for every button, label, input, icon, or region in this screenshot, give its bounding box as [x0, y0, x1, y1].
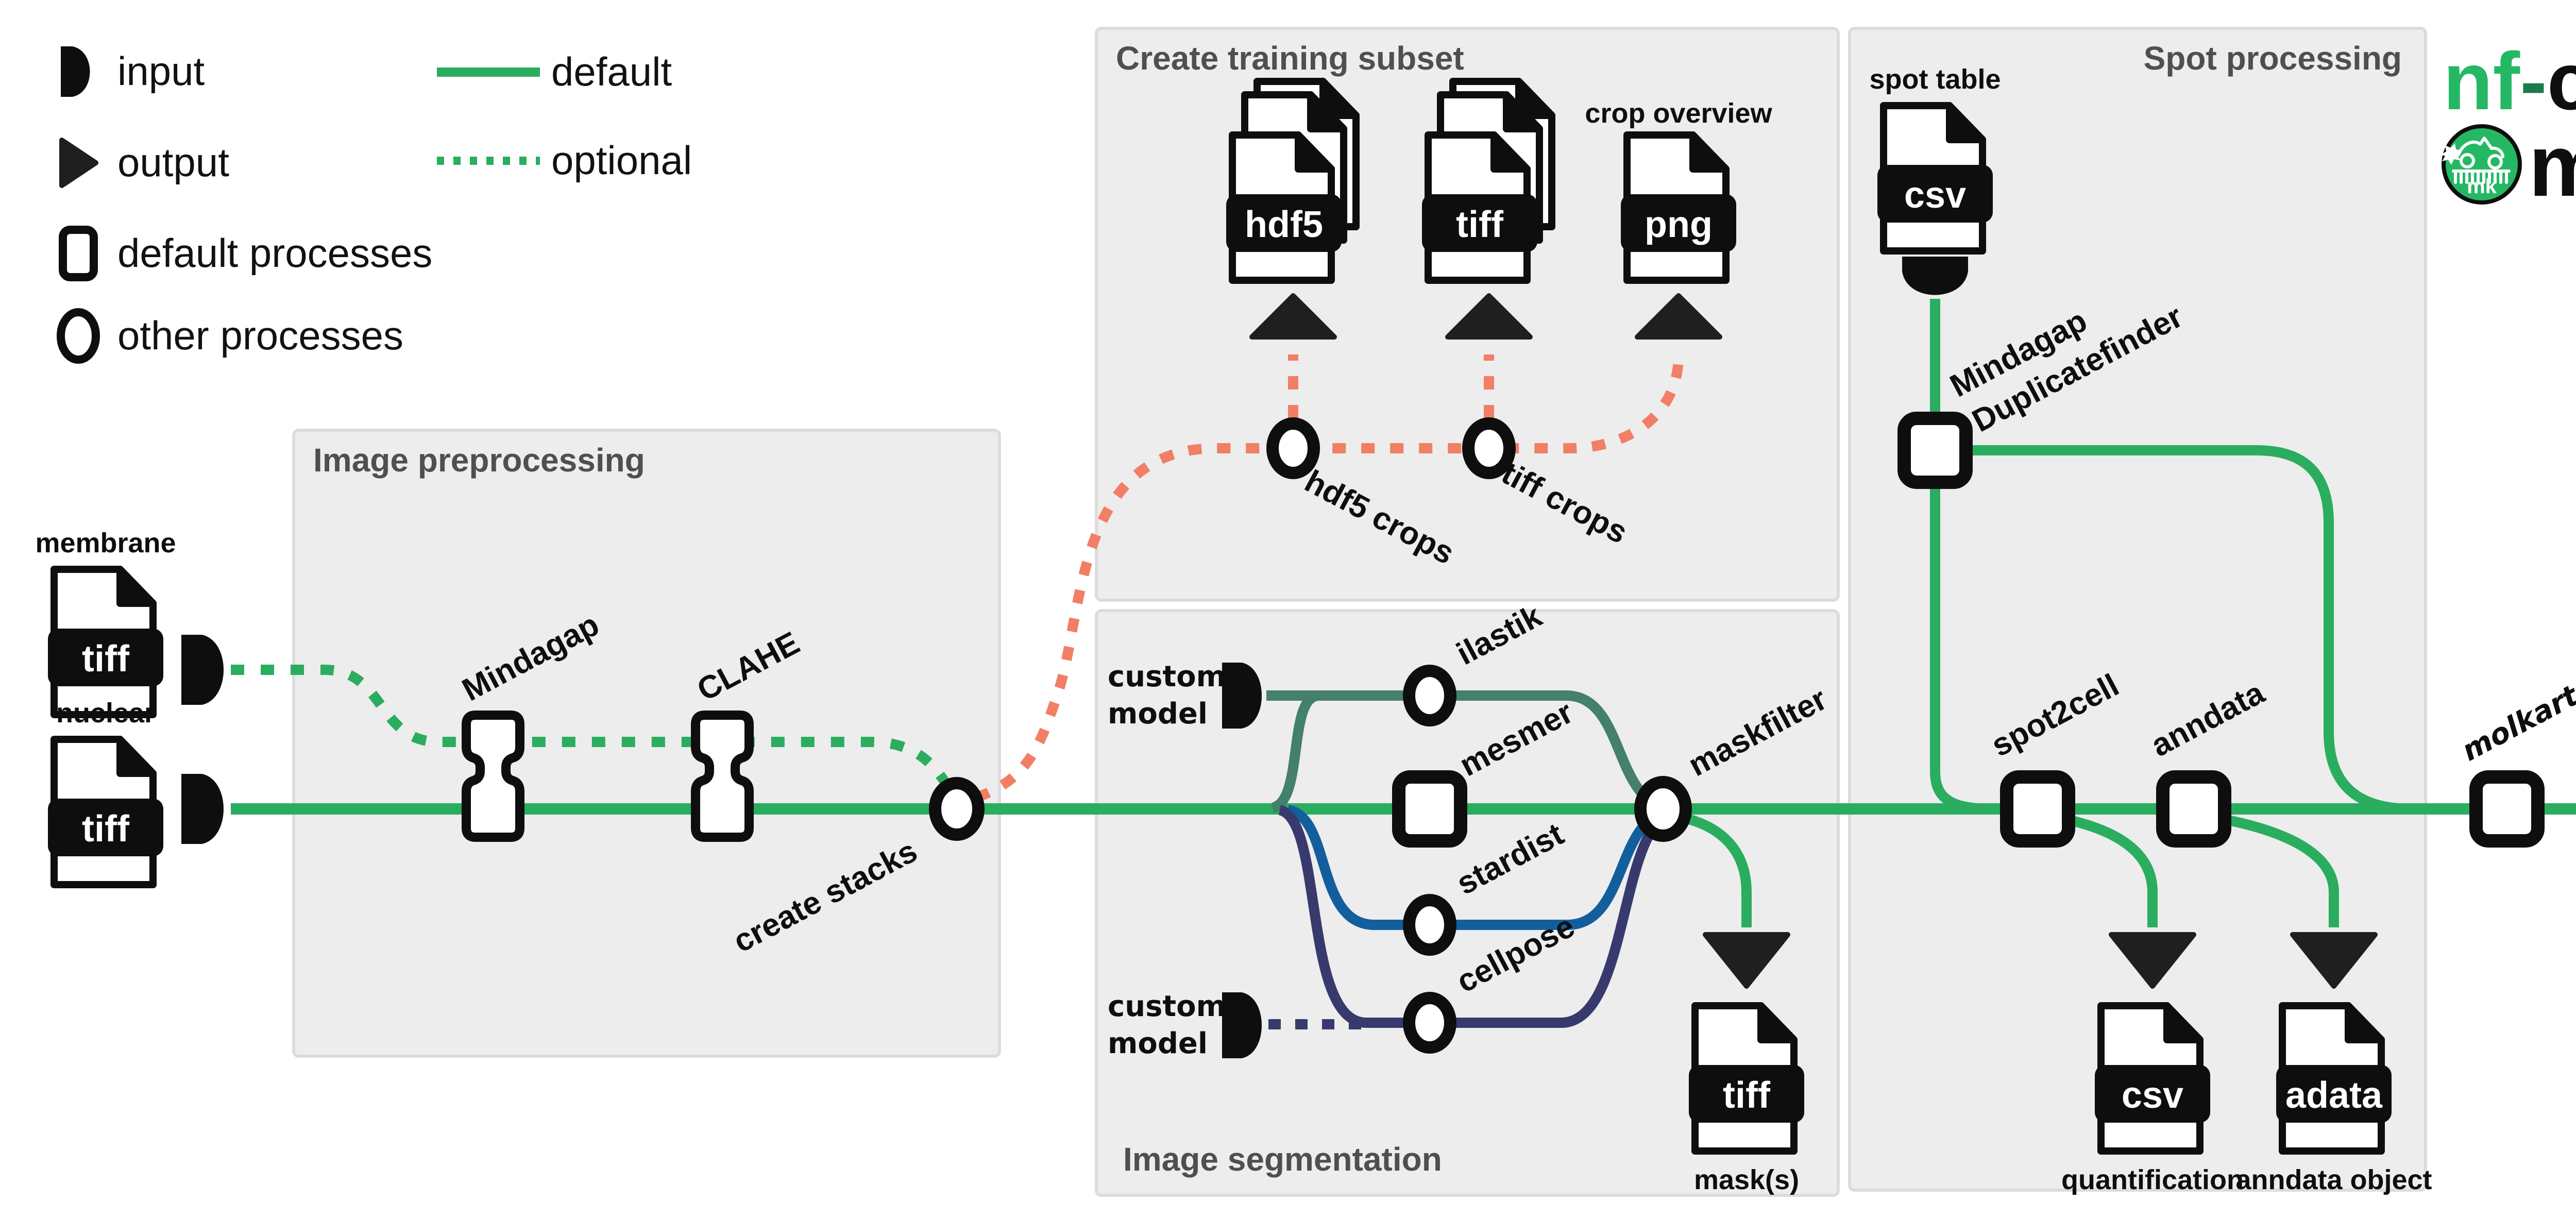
spot-table-label: spot table — [1869, 64, 2001, 95]
logo-molkart: molkart — [2529, 117, 2576, 215]
panel-title-training: Create training subset — [1116, 40, 1464, 77]
custom-model-bottom-line1: custom — [1108, 990, 1226, 1023]
adata-ext: adata — [2285, 1075, 2383, 1116]
membrane-ext: tiff — [82, 638, 130, 680]
arrow-up-tiff — [1445, 293, 1533, 340]
file-masks: tiff mask(s) — [1689, 1006, 1804, 1195]
legend-default-processes-label: default processes — [117, 230, 432, 276]
input-custom-model-top: custom model — [1108, 660, 1262, 731]
edge-maskfilter-masks — [1674, 811, 1752, 927]
tiff-crops-ext: tiff — [1456, 204, 1504, 245]
file-hdf5-crops: hdf5 — [1226, 81, 1356, 280]
png-ext: png — [1645, 204, 1713, 245]
custom-model-bottom-line2: model — [1108, 1027, 1208, 1060]
legend-output-label: output — [117, 140, 229, 185]
logo-nf: nf — [2443, 36, 2520, 127]
logo-dash: - — [2520, 36, 2547, 127]
quantification-ext: csv — [2122, 1075, 2183, 1116]
anndata-object-label: anndata object — [2235, 1164, 2432, 1195]
legend-default-label: default — [551, 49, 672, 94]
membrane-input-icon — [181, 635, 224, 705]
edge-membrane-optional — [231, 665, 953, 789]
process-cellpose — [1403, 992, 1456, 1054]
file-spot-table: spot table csv — [1869, 64, 2001, 295]
spot-table-ext: csv — [1904, 175, 1966, 216]
edge-cellpose — [1278, 805, 1673, 1028]
file-crop-overview: crop overview png — [1585, 98, 1773, 280]
crop-overview-label: crop overview — [1585, 98, 1772, 129]
arrow-up-png — [1635, 293, 1722, 340]
logo-core: core/ — [2547, 36, 2576, 127]
label-molkartqc: molkartqc — [2456, 661, 2576, 768]
membrane-label: membrane — [35, 528, 176, 559]
panel-image-segmentation — [1095, 609, 1840, 1197]
process-spot2cell — [2000, 770, 2075, 848]
input-custom-model-bottom: custom model — [1108, 990, 1262, 1060]
panel-title-segmentation: Image segmentation — [1123, 1141, 1442, 1178]
custom-model-top-line2: model — [1108, 697, 1208, 731]
arrow-down-quantification — [2109, 932, 2196, 989]
panel-title-preprocessing: Image preprocessing — [313, 442, 645, 479]
panel-title-spot: Spot processing — [2144, 40, 2402, 77]
edge-duplicatefinder-down — [1930, 482, 1993, 814]
process-mindagap — [466, 715, 520, 837]
file-nuclear: nuclear tiff — [48, 698, 224, 885]
legend-input-label: input — [117, 48, 205, 94]
edge-duplicatefinder-right — [1966, 445, 2412, 814]
legend-other-processes-label: other processes — [117, 313, 403, 358]
process-ilastik — [1403, 665, 1456, 726]
process-maskfilter — [1634, 776, 1692, 842]
nuclear-label: nuclear — [56, 698, 155, 729]
custom-model-top-input-icon — [1222, 663, 1262, 729]
process-mesmer — [1392, 770, 1467, 848]
quantification-label: quantification — [2061, 1164, 2244, 1195]
legend-optional-label: optional — [551, 138, 692, 183]
process-hdf5-crops — [1266, 417, 1320, 479]
arrow-down-anndata — [2290, 932, 2378, 989]
process-duplicatefinder — [1897, 412, 1973, 489]
arrow-down-masks — [1703, 932, 1790, 989]
process-anndata — [2156, 770, 2231, 848]
legend-default-process-icon — [59, 226, 98, 281]
edge-stardist — [1286, 805, 1669, 930]
legend-other-process-icon — [57, 308, 100, 364]
legend: input output default optional default pr… — [57, 46, 692, 364]
panel-spot-processing — [1848, 27, 2427, 1192]
masks-label: mask(s) — [1694, 1164, 1799, 1195]
process-molkartqc — [2469, 770, 2545, 848]
file-tiff-crops: tiff — [1422, 81, 1552, 280]
badge-star — [2441, 143, 2462, 165]
process-clahe — [696, 715, 749, 837]
molkart-badge: mk — [2441, 124, 2522, 205]
legend-input-icon — [61, 46, 90, 97]
process-create-stacks — [929, 777, 985, 841]
arrow-up-hdf5 — [1249, 293, 1337, 340]
masks-ext: tiff — [1723, 1075, 1771, 1116]
logo-line1: nf-core/ — [2443, 36, 2576, 127]
badge-mk-text: mk — [2467, 175, 2497, 198]
nuclear-ext: tiff — [82, 808, 130, 850]
nf-core-molkart-logo: nf-core/ mk molkart — [2441, 36, 2576, 215]
edge-main-to-ilastik — [1270, 690, 1320, 813]
hdf5-ext: hdf5 — [1245, 204, 1323, 245]
file-quantification: csv quantification — [2061, 1006, 2244, 1195]
legend-output-icon — [59, 138, 98, 188]
panel-image-preprocessing — [292, 429, 1001, 1058]
custom-model-top-line1: custom — [1108, 660, 1226, 693]
spot-table-input-icon — [1902, 257, 1968, 295]
file-membrane: membrane tiff — [35, 528, 224, 715]
nuclear-input-icon — [181, 774, 224, 844]
process-tiff-crops — [1462, 417, 1516, 479]
file-anndata-object: adata anndata object — [2235, 1006, 2432, 1195]
custom-model-bottom-input-icon — [1222, 992, 1262, 1058]
process-stardist — [1403, 894, 1456, 956]
